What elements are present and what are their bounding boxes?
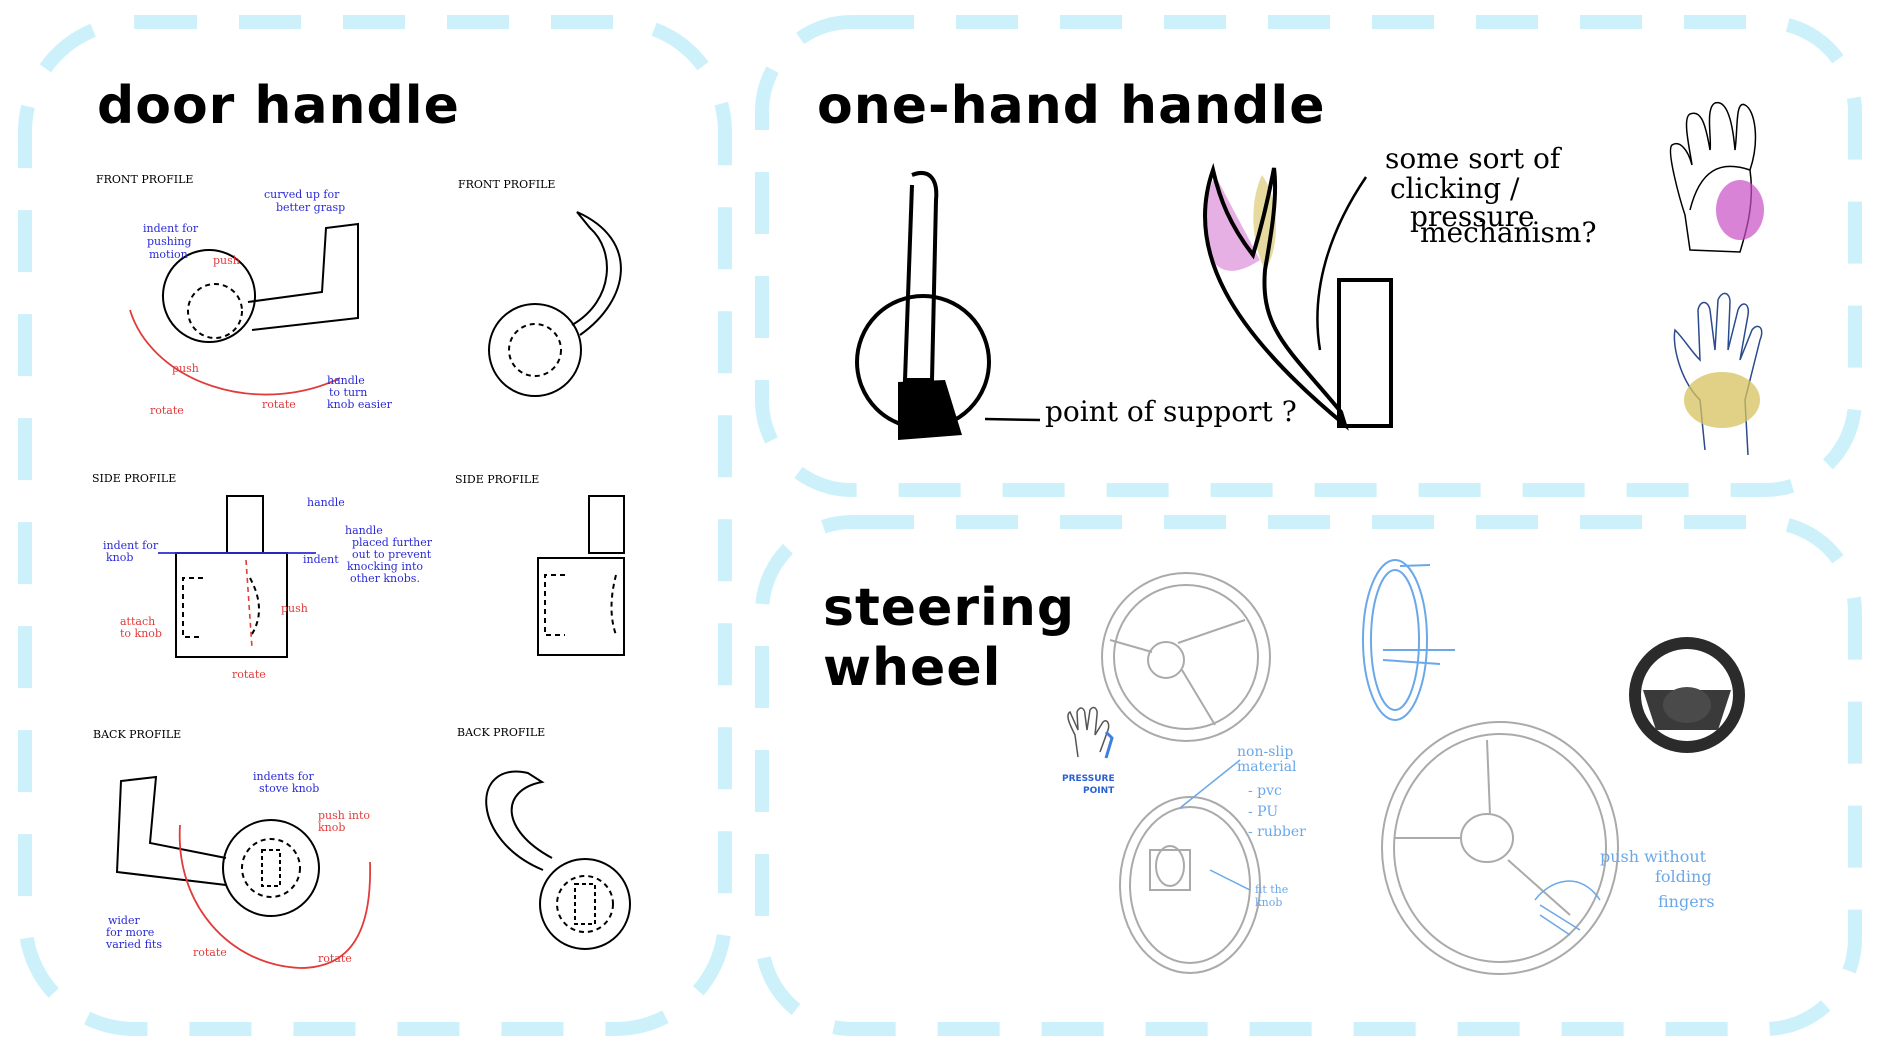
note-support: point of support ? <box>1045 395 1297 428</box>
push-note-2: folding <box>1655 867 1712 886</box>
one-hand-handle-title: one-hand handle <box>817 76 1326 136</box>
door-handle-title: door handle <box>97 76 460 136</box>
support-point-fill <box>898 380 962 440</box>
pressure-label-2: POINT <box>1083 786 1115 796</box>
note-rotate-right: rotate <box>262 398 296 411</box>
note-mechanism-4: mechanism? <box>1420 216 1596 249</box>
steering-wheel-title-line1: steering <box>823 578 1076 638</box>
material-note-5: - rubber <box>1248 824 1306 840</box>
note-mechanism-3: pressure <box>1410 200 1535 233</box>
rotate-axis <box>245 559 253 649</box>
note-wider-1: wider <box>108 914 140 927</box>
side-profile-right-sketch <box>537 495 625 656</box>
note-indent-knob-1: indent for <box>103 539 159 552</box>
front-profile-sketch <box>162 222 359 344</box>
note-handle-turn-3: knob easier <box>327 398 393 411</box>
note-handle-placed-3: out to prevent <box>352 548 432 561</box>
note-indent-1: indent for <box>143 222 199 235</box>
material-note-1: non-slip <box>1237 744 1293 760</box>
back-profile-right-sketch <box>485 770 631 950</box>
fit-arrow <box>1209 869 1251 891</box>
pressure-label-1: PRESSURE <box>1062 774 1115 784</box>
note-attach-knob-2: to knob <box>120 627 162 640</box>
note-indent-side: indent <box>303 553 339 566</box>
steering-wheel-sketch-top <box>1101 572 1271 742</box>
material-note-2: material <box>1237 759 1297 775</box>
palm-hand-icon <box>1669 101 1764 253</box>
fit-note-2: knob <box>1255 896 1282 909</box>
back-profile-right-label: BACK PROFILE <box>457 726 545 739</box>
steering-wheel-sketch-bottom <box>1119 796 1261 974</box>
mechanism-arrow <box>1316 176 1368 351</box>
material-note-4: - PU <box>1248 804 1278 820</box>
one-hand-handle-frame <box>755 15 1862 497</box>
note-indents-stove-2: stove knob <box>259 782 319 795</box>
note-curved-up-2: better grasp <box>276 201 345 214</box>
note-push-into-1: push into <box>318 809 370 822</box>
note-rotate-left: rotate <box>150 404 184 417</box>
note-indent-3: motion <box>149 248 188 261</box>
pressure-hand-icon <box>1067 706 1114 759</box>
steering-wheel-sketch-side <box>1362 559 1455 721</box>
back-profile-sketch <box>115 775 320 917</box>
steering-wheel-frame <box>755 515 1862 1036</box>
note-mechanism-1: some sort of <box>1385 142 1563 175</box>
material-arrow <box>1179 759 1241 809</box>
note-handle-placed-2: placed further <box>352 536 433 549</box>
steering-wheel-sketch-large <box>1381 721 1619 975</box>
note-attach-knob-1: attach <box>120 615 155 628</box>
rotate-arc-back <box>178 824 371 969</box>
note-curved-up-1: curved up for <box>264 188 340 201</box>
handle-side-sketch <box>1202 162 1393 431</box>
push-fingers-sketch <box>1534 880 1601 936</box>
note-indents-stove-1: indents for <box>253 770 314 783</box>
rotate-arc-front <box>129 309 341 396</box>
door-handle-frame <box>18 15 732 1036</box>
steering-wheel-photo <box>1629 637 1745 753</box>
note-push-bottom: push <box>172 362 199 375</box>
back-hand-icon <box>1673 292 1763 456</box>
note-handle-placed-5: other knobs. <box>350 572 420 585</box>
note-handle-side: handle <box>307 496 345 509</box>
note-rotate-side: rotate <box>232 668 266 681</box>
back-profile-label: BACK PROFILE <box>93 728 181 741</box>
note-indent-2: pushing <box>147 235 192 248</box>
note-wider-3: varied fits <box>105 938 162 951</box>
front-profile-right-label: FRONT PROFILE <box>458 178 555 191</box>
note-handle-placed-1: handle <box>345 524 383 537</box>
fit-note-1: fit the <box>1255 883 1288 896</box>
front-profile-label: FRONT PROFILE <box>96 173 193 186</box>
front-profile-right-sketch <box>488 211 622 397</box>
side-profile-label: SIDE PROFILE <box>92 472 176 485</box>
note-push-top: push <box>213 254 240 267</box>
note-handle-turn-2: to turn <box>329 386 367 399</box>
note-rotate-back-left: rotate <box>193 946 227 959</box>
note-rotate-back-right: rotate <box>318 952 352 965</box>
material-note-3: - pvc <box>1248 783 1282 799</box>
steering-wheel-title-line2: wheel <box>823 638 1002 698</box>
note-indent-knob-2: knob <box>106 551 133 564</box>
note-handle-placed-4: knocking into <box>347 560 423 573</box>
push-note-1: push without <box>1600 847 1707 866</box>
note-wider-2: for more <box>106 926 154 939</box>
support-arrow <box>984 417 1041 422</box>
note-push-side: push <box>281 602 308 615</box>
note-mechanism-2: clicking / <box>1390 172 1520 205</box>
side-profile-right-label: SIDE PROFILE <box>455 473 539 486</box>
push-note-3: fingers <box>1658 892 1715 911</box>
note-handle-turn-1: handle <box>327 374 365 387</box>
note-push-into-2: knob <box>318 821 345 834</box>
